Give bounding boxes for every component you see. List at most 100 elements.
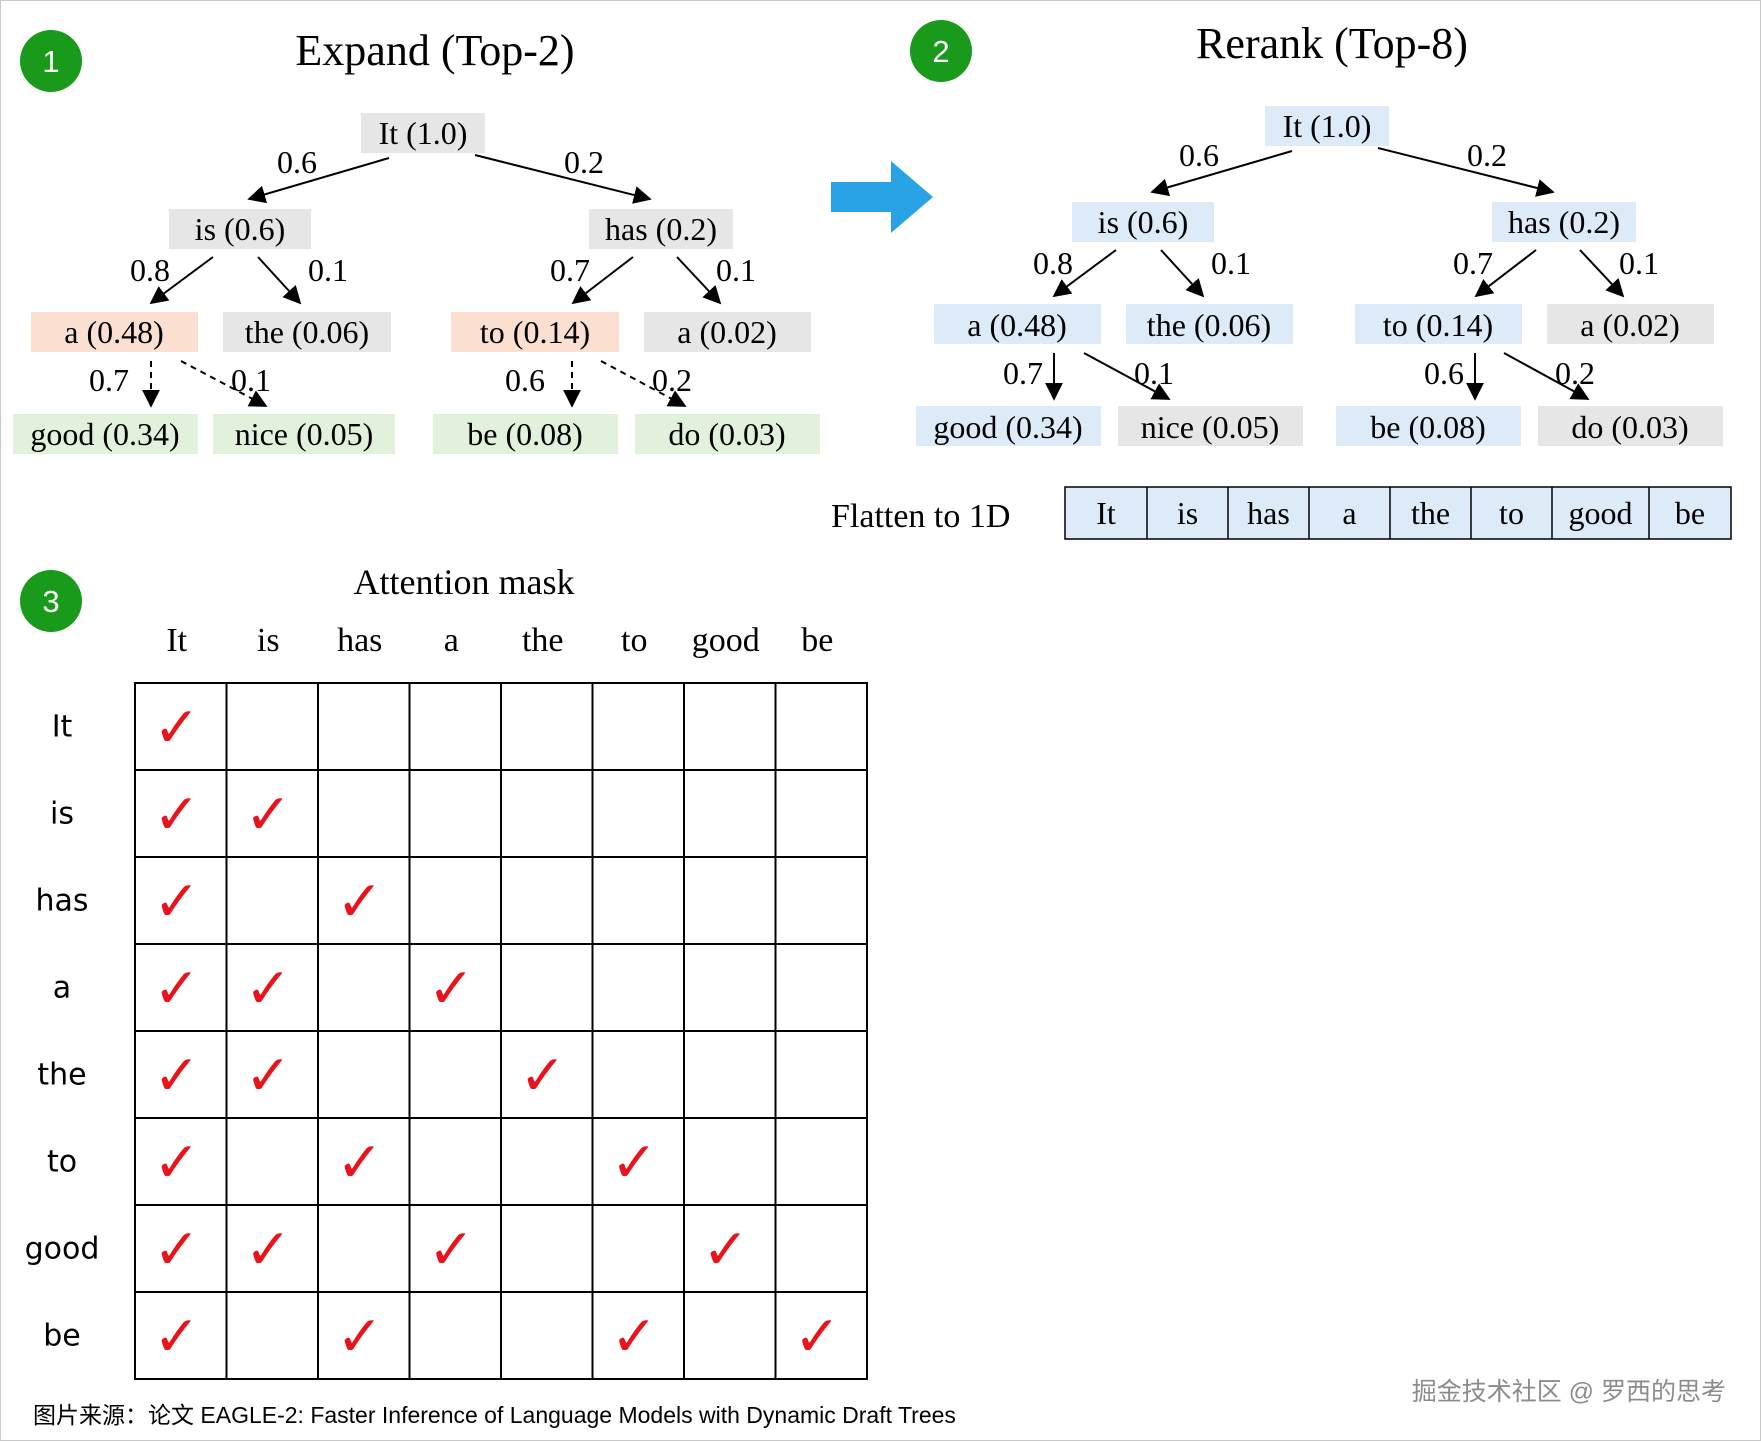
step-badge-1-label: 1: [42, 44, 59, 79]
p1-node-be-label: be (0.08): [467, 416, 583, 452]
check-icon: ✓: [245, 1218, 292, 1283]
mask-col-header-4: a: [444, 622, 459, 659]
p2-edge-has-to: [1474, 249, 1537, 298]
check-icon: ✓: [245, 957, 292, 1022]
p2-node-is-label: is (0.6): [1098, 204, 1189, 240]
p1-edge-a-nice: [180, 360, 268, 407]
p1-node-a-left: [31, 312, 198, 352]
check-icon: ✓: [245, 783, 292, 848]
check-icon: ✓: [611, 1305, 658, 1370]
check-icon: ✓: [153, 870, 200, 935]
mask-col-header-3: has: [337, 622, 382, 659]
p2-node-nice: [1118, 406, 1303, 446]
check-icon: ✓: [336, 1131, 383, 1196]
p2-node-root: [1265, 106, 1389, 146]
p2-edge-label-is-a: 0.8: [1033, 245, 1073, 281]
p1-node-has: [589, 209, 733, 249]
p2-node-has-label: has (0.2): [1508, 204, 1620, 240]
p2-edge-label-to-be: 0.6: [1424, 355, 1464, 391]
p1-edge-root-is: [247, 157, 390, 204]
p2-node-the: [1126, 304, 1293, 344]
panel-rerank: 2 Rerank (Top-8) It (1.0) is (0.6) has (…: [831, 19, 1732, 540]
p1-edge-is-a: [149, 256, 214, 305]
p1-edge-root-has: [474, 154, 652, 204]
p2-node-a-right-label: a (0.02): [1580, 307, 1680, 343]
flatten-token-1: It: [1096, 495, 1116, 531]
p2-node-do-label: do (0.03): [1571, 409, 1688, 445]
p2-edge-is-a: [1052, 249, 1117, 298]
p2-node-is: [1072, 202, 1214, 242]
p2-node-has: [1492, 202, 1636, 242]
p2-edge-to-do: [1503, 352, 1590, 400]
p1-edge-label-has-to: 0.7: [550, 252, 590, 288]
figure-caption: 图片来源：论文 EAGLE-2: Faster Inference of Lan…: [33, 1402, 956, 1428]
flatten-token-4: a: [1342, 495, 1356, 531]
p1-node-good: [13, 414, 198, 454]
flatten-token-3: has: [1247, 495, 1290, 531]
check-icon: ✓: [611, 1131, 658, 1196]
p2-node-root-label: It (1.0): [1283, 108, 1372, 144]
mask-col-header-5: the: [522, 622, 564, 659]
p1-edge-label-to-be: 0.6: [505, 362, 545, 398]
p1-edge-is-the: [257, 256, 302, 305]
arrow-right-icon: [831, 161, 933, 233]
mask-col-header-8: be: [801, 622, 833, 659]
p1-node-the: [223, 312, 391, 352]
p1-edge-label-is-a: 0.8: [130, 252, 170, 288]
p2-edge-label-has-a: 0.1: [1619, 245, 1659, 281]
p2-node-a-left: [934, 304, 1101, 344]
check-icon: ✓: [153, 957, 200, 1022]
flatten-strip: [1064, 486, 1732, 540]
check-icon: ✓: [153, 1044, 200, 1109]
p2-node-nice-label: nice (0.05): [1141, 409, 1280, 445]
p1-node-root-label: It (1.0): [379, 115, 468, 151]
check-icon: ✓: [245, 1044, 292, 1109]
flatten-token-6: to: [1499, 495, 1524, 531]
p2-node-good-label: good (0.34): [933, 409, 1082, 445]
p2-node-a-left-label: a (0.48): [967, 307, 1067, 343]
p1-node-the-label: the (0.06): [245, 314, 369, 350]
panel1-title: Expand (Top-2): [295, 26, 574, 75]
p1-edge-label-a-nice: 0.1: [231, 362, 271, 398]
flatten-token-2: is: [1177, 495, 1198, 531]
p2-edge-label-a-nice: 0.1: [1134, 355, 1174, 391]
p1-node-do-label: do (0.03): [668, 416, 785, 452]
p2-node-be-label: be (0.08): [1370, 409, 1486, 445]
flatten-label: Flatten to 1D: [831, 498, 1010, 535]
p2-node-good: [916, 406, 1101, 446]
p1-node-is: [169, 209, 311, 249]
p1-node-nice-label: nice (0.05): [235, 416, 374, 452]
p2-edge-label-root-has: 0.2: [1467, 137, 1507, 173]
p1-edge-label-to-do: 0.2: [652, 362, 692, 398]
p1-node-nice: [213, 414, 395, 454]
check-icon: ✓: [153, 1305, 200, 1370]
p1-edge-label-a-good: 0.7: [89, 362, 129, 398]
step-badge-2-label: 2: [932, 34, 949, 69]
p2-edge-label-is-the: 0.1: [1211, 245, 1251, 281]
p2-edge-label-has-to: 0.7: [1453, 245, 1493, 281]
check-icon: ✓: [153, 696, 200, 761]
p2-node-be: [1336, 406, 1521, 446]
p2-node-to-label: to (0.14): [1383, 307, 1493, 343]
p1-edge-has-a: [676, 256, 722, 305]
mask-row-header-5: the: [37, 1058, 86, 1093]
p1-node-is-label: is (0.6): [195, 211, 286, 247]
step-badge-3: [20, 570, 82, 632]
p2-edge-has-a: [1579, 249, 1625, 298]
watermark: 掘金技术社区 @ 罗西的思考: [1412, 1378, 1726, 1406]
flatten-token-7: good: [1569, 495, 1633, 531]
p1-edge-has-to: [571, 256, 634, 305]
p1-node-a-right: [644, 312, 811, 352]
step-badge-3-label: 3: [42, 584, 59, 619]
mask-row-header-1: It: [52, 710, 73, 745]
check-icon: ✓: [519, 1044, 566, 1109]
check-icon: ✓: [702, 1218, 749, 1283]
p2-node-a-right: [1547, 304, 1714, 344]
p2-node-the-label: the (0.06): [1147, 307, 1271, 343]
p1-edge-to-do: [600, 360, 687, 407]
check-icon: ✓: [153, 783, 200, 848]
